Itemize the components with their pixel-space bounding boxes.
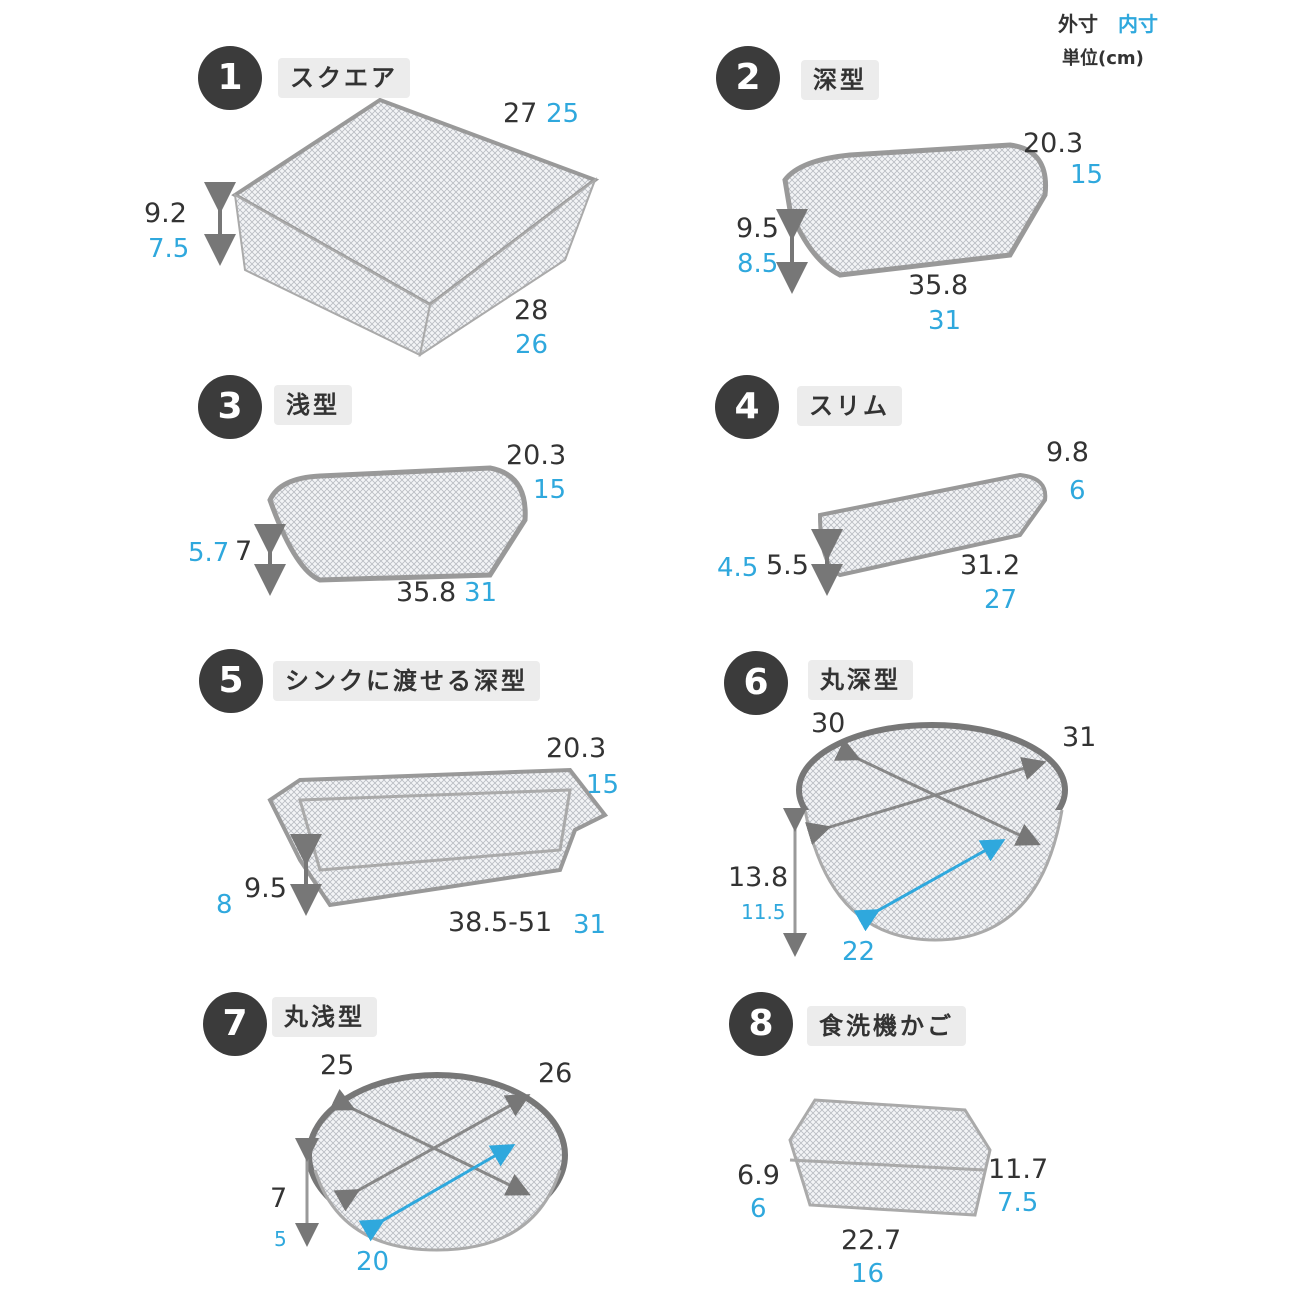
dim-outer-depth-1: 27 [503, 98, 538, 129]
dim-inner-width-4: 27 [984, 585, 1018, 615]
dim-outer-diameter-7: 26 [538, 1058, 573, 1089]
item-number-4: 4 [715, 375, 779, 439]
dim-inner-height-4: 4.5 [717, 553, 759, 583]
legend-inner: 内寸 [1118, 12, 1158, 36]
dim-bottom-diameter-7: 20 [356, 1247, 390, 1277]
dim-inner-depth-8: 7.5 [997, 1188, 1039, 1218]
item-number-7: 7 [203, 992, 267, 1056]
item-number-1: 1 [198, 46, 262, 110]
dim-inner-depth-5: 15 [586, 770, 620, 800]
dim-outer-height-3: 7 [235, 536, 253, 567]
dim-inner-depth-4: 6 [1069, 476, 1086, 506]
dim-bottom-diameter-6: 22 [842, 937, 876, 967]
dim-inner-height-8: 6 [750, 1194, 767, 1224]
basket-round-shallow-image [295, 1072, 568, 1252]
dim-inner-height-3: 5.7 [188, 538, 230, 568]
dim-inner-depth-2: 15 [1070, 160, 1104, 190]
basket-square-image [204, 97, 600, 358]
dim-inner-height-2: 8.5 [737, 249, 779, 279]
dim-outer-width-5: 38.5-51 [448, 907, 553, 938]
dim-outer-depth-2: 20.3 [1023, 128, 1084, 159]
item-name-7: 丸浅型 [272, 997, 377, 1037]
item-number-2: 2 [716, 46, 780, 110]
dim-outer-height-1: 9.2 [144, 198, 187, 229]
dim-inner-width-2: 31 [928, 306, 962, 336]
dim-inner-height-5: 8 [216, 890, 233, 920]
item-name-5: シンクに渡せる深型 [273, 661, 540, 701]
dim-inner-height-6: 11.5 [741, 900, 786, 924]
legend-unit: 単位(cm) [1062, 48, 1144, 69]
item-name-3: 浅型 [274, 385, 352, 425]
dim-outer-diameter-6: 31 [1062, 722, 1097, 753]
dim-inner-width-3: 31 [464, 578, 498, 608]
dim-outer-width-1: 28 [514, 295, 549, 326]
basket-round-deep-image [783, 722, 1068, 957]
dim-outer-height-7: 7 [270, 1183, 288, 1214]
dim-outer-depth-4: 9.8 [1046, 437, 1089, 468]
dim-inner-depth-1: 25 [546, 99, 580, 129]
item-name-8: 食洗機かご [807, 1006, 966, 1046]
legend-outer: 外寸 [1058, 12, 1098, 36]
dim-inner-width-1: 26 [515, 330, 549, 360]
item-name-6: 丸深型 [808, 660, 913, 700]
item-number-3: 3 [198, 375, 262, 439]
dim-outer-depth-8: 11.7 [988, 1154, 1049, 1185]
dim-outer-height-6: 13.8 [728, 862, 789, 893]
basket-slim-image [811, 472, 1048, 596]
dim-outer-width-2: 35.8 [908, 270, 969, 301]
dim-inner-width-5: 31 [573, 910, 607, 940]
item-name-2: 深型 [801, 60, 879, 100]
dim-inner-height-1: 7.5 [148, 234, 190, 264]
dim-inner-depth-3: 15 [533, 475, 567, 505]
dim-outer-width-4: 31.2 [960, 550, 1021, 581]
dim-outer-height-4: 5.5 [766, 550, 809, 581]
dim-outer-width-8: 22.7 [841, 1225, 902, 1256]
dim-outer-height-5: 9.5 [244, 873, 287, 904]
dim-outer-height-8: 6.9 [737, 1160, 780, 1191]
dim-outer-depth-3: 20.3 [506, 440, 567, 471]
item-name-1: スクエア [278, 58, 410, 98]
dim-inner-diameter-6: 30 [811, 708, 846, 739]
dim-outer-width-3: 35.8 [396, 577, 457, 608]
item-number-8: 8 [729, 992, 793, 1056]
item-name-4: スリム [797, 386, 902, 426]
dim-outer-height-2: 9.5 [736, 213, 779, 244]
dim-inner-height-7: 5 [274, 1227, 287, 1251]
dim-inner-width-8: 16 [851, 1259, 885, 1289]
item-number-5: 5 [199, 649, 263, 713]
dim-inner-diameter-7: 25 [320, 1050, 355, 1081]
basket-shallow-image [254, 465, 528, 596]
basket-deep-image [776, 142, 1049, 294]
basket-dishwasher-image [788, 1098, 992, 1217]
item-number-6: 6 [724, 651, 788, 715]
dim-outer-depth-5: 20.3 [546, 733, 607, 764]
basket-sink-image [267, 767, 609, 916]
